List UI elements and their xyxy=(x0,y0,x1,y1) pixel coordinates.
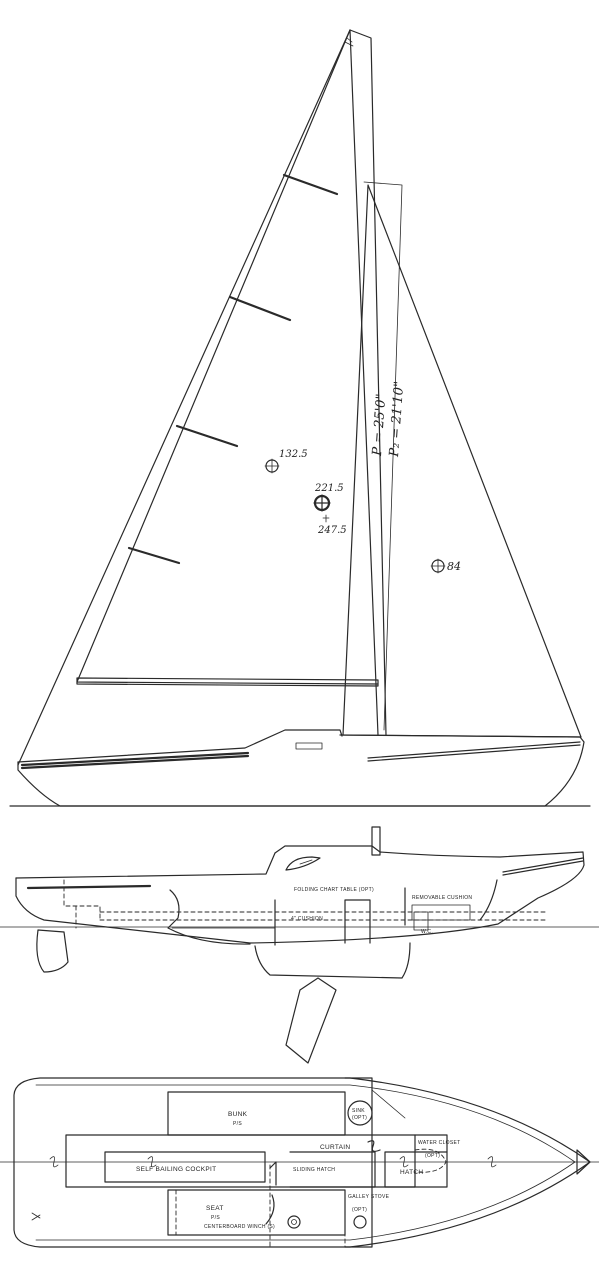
total-center-of-effort: 221.5 247.5 xyxy=(313,483,347,536)
main-area-label: 132.5 xyxy=(279,449,308,460)
sink-icon xyxy=(347,1100,373,1126)
bunk-ps-label: P/S xyxy=(233,1121,242,1127)
water-closet-label: WATER CLOSET xyxy=(418,1140,461,1146)
cushion-label: 4" CUSHION xyxy=(291,916,323,922)
jib-area-label: 84 xyxy=(447,560,461,573)
mast xyxy=(344,29,387,736)
galley-stove-label: GALLEY STOVE xyxy=(348,1194,390,1200)
centerboard-winch-label: CENTERBOARD WINCH (S) xyxy=(204,1224,275,1230)
deck-fitting-icon xyxy=(287,1215,301,1229)
chart-table-label: FOLDING CHART TABLE (OPT) xyxy=(294,887,374,893)
p-dimension-label: P = 25'0" xyxy=(370,393,389,457)
j-dimension-label: P₂ = 21'10" xyxy=(387,381,407,459)
total-area-bottom-label: 247.5 xyxy=(317,525,347,536)
galley-stove-opt-label: (OPT) xyxy=(352,1207,367,1213)
batten-4 xyxy=(127,546,181,565)
batten-2 xyxy=(228,295,292,322)
batten-1 xyxy=(282,173,339,196)
water-closet-opt-label: (OPT) xyxy=(425,1153,440,1159)
centerboard xyxy=(285,977,337,1064)
total-area-top-label: 221.5 xyxy=(314,483,344,494)
sliding-hatch-label: SLIDING HATCH xyxy=(293,1167,335,1173)
main-center-of-effort: 132.5 xyxy=(264,449,308,474)
sail-plan-hull xyxy=(9,729,591,807)
batten-3 xyxy=(175,424,239,448)
curtain-label: CURTAIN xyxy=(320,1144,350,1151)
sink-label: SINK xyxy=(352,1108,365,1114)
hatch-label: HATCH xyxy=(400,1169,423,1176)
seat-ps-label: P/S xyxy=(211,1215,220,1221)
deck-plan: BUNK P/S SINK (OPT) CURTAIN WATER CLOSET… xyxy=(0,1077,599,1248)
removable-cushion-label: REMOVABLE CUSHION xyxy=(412,895,472,901)
galley-stove-icon xyxy=(353,1215,367,1229)
jib xyxy=(342,181,582,738)
inboard-profile: FOLDING CHART TABLE (OPT) 4" CUSHION REM… xyxy=(0,826,599,1064)
wc-label: W.C. xyxy=(421,929,433,935)
rudder xyxy=(36,929,69,973)
cockpit-label: SELF BAILING COCKPIT xyxy=(136,1166,216,1173)
sink-opt-label: (OPT) xyxy=(352,1115,367,1121)
mainsail xyxy=(17,29,379,766)
seat-label: SEAT xyxy=(206,1205,224,1212)
sail-plan: 132.5 221.5 247.5 84 P = 25'0" P₂ = 21'1… xyxy=(9,29,591,807)
bunk-label: BUNK xyxy=(228,1111,248,1118)
jib-center-of-effort: 84 xyxy=(430,558,461,574)
